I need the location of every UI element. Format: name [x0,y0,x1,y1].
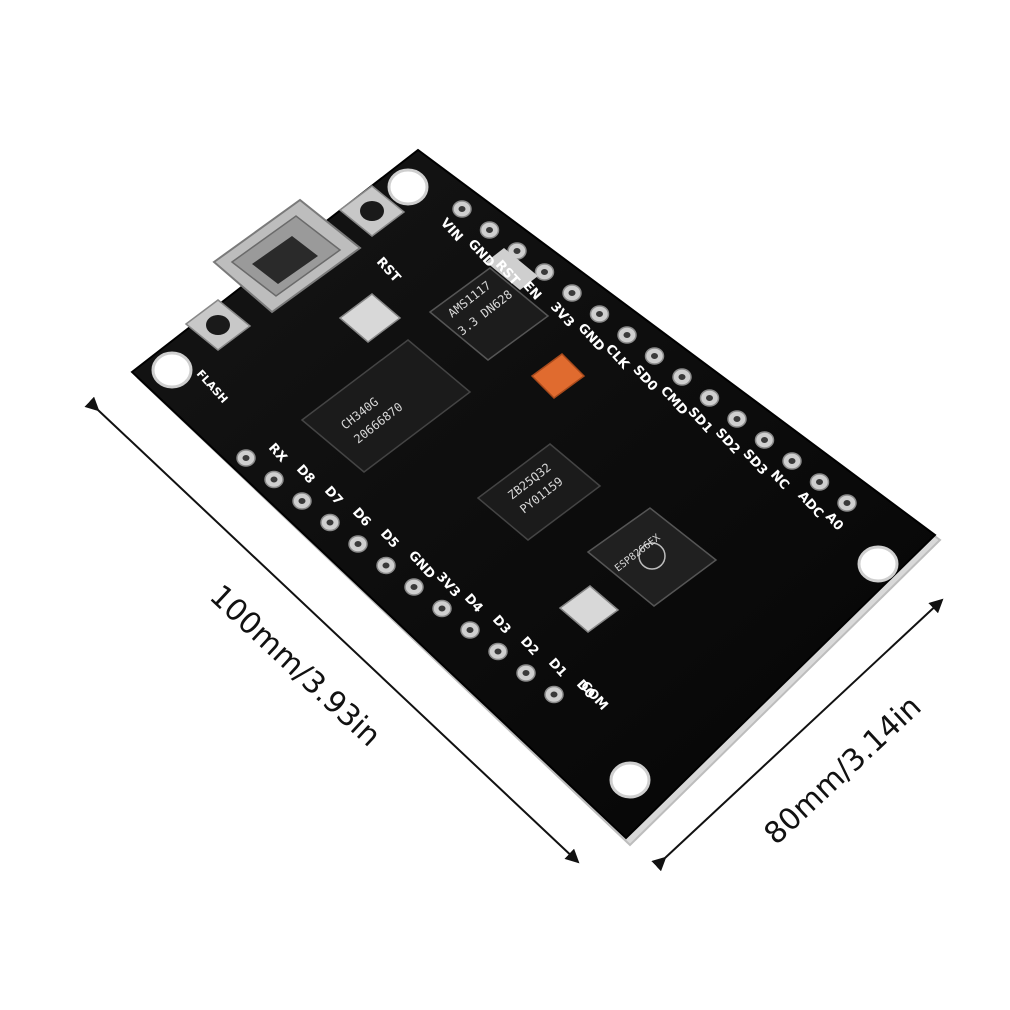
length-arrow [84,396,580,864]
micro-usb-connector [212,198,362,314]
pin-hole [550,691,558,698]
pin-hole [494,648,502,655]
pin-hole [788,458,796,464]
pin-hole [438,605,446,612]
flash-push-button [184,299,252,351]
pin-hole [761,437,768,443]
pin-hole [354,541,362,547]
rst-push-button [338,185,406,237]
pin-hole [270,476,278,483]
pin-hole [486,227,493,233]
pin-hole [678,374,686,380]
pin-hole [410,584,418,590]
crystal-oscillator [338,293,402,343]
wifi-soc-chip: ESP8266EX [586,507,718,607]
pin-hole [568,290,576,296]
voltage-regulator-chip: AMS1117 3.3 DN628 [428,248,550,361]
width-dimension-label: 80mm/3.14in [758,689,929,852]
pin-hole [541,269,548,275]
pin-hole [298,498,306,504]
pin-hole [596,311,603,317]
pin-hole [843,500,851,506]
pin-hole [623,332,631,338]
pin-hole [706,395,713,401]
top-pin-row [452,200,857,512]
pin-hole [326,519,334,526]
pin-hole [513,248,521,254]
pcb-board: AMS1117 3.3 DN628 CH340G 20666870 ZB25Q3… [130,148,942,847]
mounting-holes [151,168,899,799]
pin-hole [382,562,390,569]
pin-hole [466,627,474,633]
orange-resistor [530,353,586,399]
pin-hole [651,353,658,359]
width-arrow [651,598,944,872]
length-dimension-label: 100mm/3.93in [203,578,388,754]
pin-hole [242,455,250,461]
pin-hole [458,206,466,212]
pin-hole [816,479,823,485]
pin-hole [522,670,530,676]
pin-hole [733,416,741,422]
